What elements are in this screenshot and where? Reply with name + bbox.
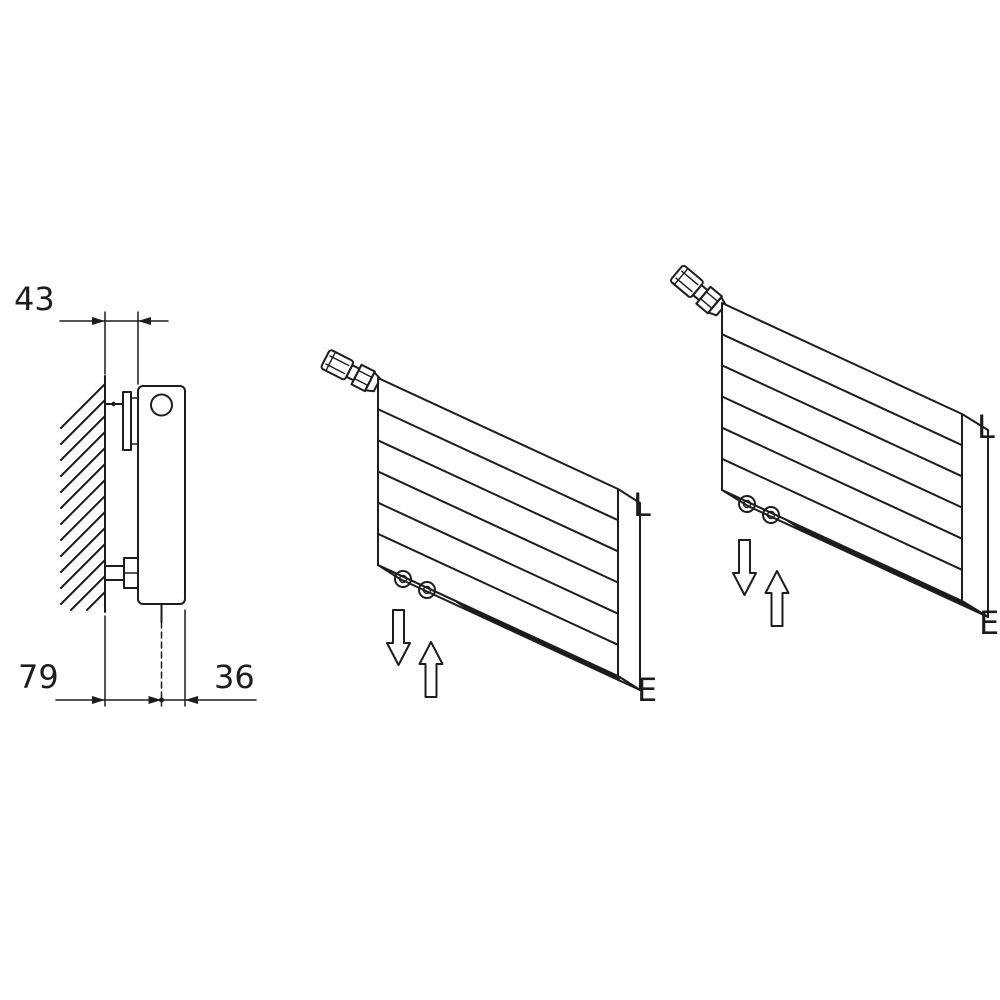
pipe-center-line [159,603,164,707]
thermostatic-valve-icon [320,349,382,393]
grille-fin-lines [790,521,975,611]
panel-groove-lines [721,333,963,571]
arrowhead [185,696,198,704]
arrowhead [138,317,151,325]
radiator-convector: L E [670,264,999,642]
panel-groove-lines [377,408,619,646]
arrowhead [148,696,162,704]
flow-arrow-up-icon [764,570,790,627]
bracket-screw [111,401,116,407]
label-entry: E [637,671,657,709]
mounting-bracket [104,391,139,451]
radiator-side-profile [137,385,186,605]
dimension-79-36: 79 36 [18,609,257,707]
label-entry: E [979,604,999,642]
valve-head-side [150,393,173,417]
arrowhead [92,317,105,325]
arrowhead [92,696,105,704]
valve-fitting [104,557,139,589]
label-length: L [977,408,995,446]
dim-43-label: 43 [14,280,55,318]
label-length: L [633,486,651,524]
pipe-connections [738,495,780,524]
flow-arrow-down-icon [732,539,757,596]
dimension-43: 43 [14,280,169,385]
radiator-open-bottom: L E [320,349,657,709]
convector-grille [787,520,979,613]
thermostatic-valve-icon [670,264,727,317]
side-view-drawing: 43 79 36 [14,280,257,707]
dim-79-label: 79 [18,658,59,696]
pipe-connections [394,570,436,599]
wall-hatch [60,383,106,611]
flow-arrow-up-icon [418,641,444,698]
bottom-slot [456,601,620,680]
dim-36-label: 36 [214,658,255,696]
flow-arrow-down-icon [386,609,411,666]
